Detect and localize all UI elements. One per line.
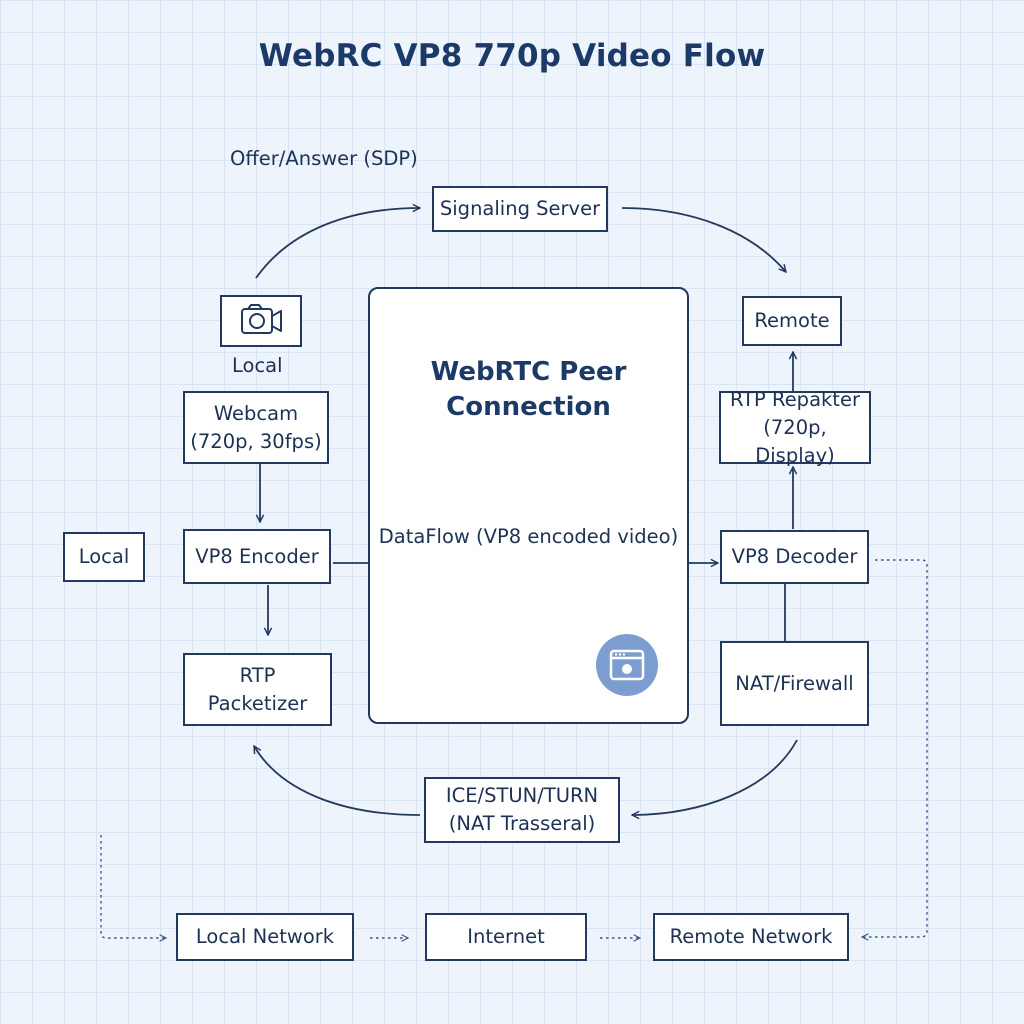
rtp-packetizer-box: RTP Packetizer xyxy=(183,653,332,726)
rtp-repakter-box: RTP Repakter (720p, Display) xyxy=(719,388,871,467)
ice-stun-turn-box: ICE/STUN/TURN (NAT Trasseral) xyxy=(424,777,620,843)
decoder-to-remote-network-dotted xyxy=(862,559,928,937)
ice-stun-turn-line2: (NAT Trasseral) xyxy=(448,812,596,835)
signaling-server-box: Signaling Server xyxy=(432,186,608,232)
nat-firewall-label: NAT/Firewall xyxy=(735,671,854,695)
rtp-packetizer-line1: RTP xyxy=(239,663,276,687)
local-network-label: Local Network xyxy=(195,925,335,948)
vp8-decoder-box: VP8 Decoder xyxy=(720,530,869,584)
camera-box xyxy=(220,295,302,347)
remote-network-label: Remote Network xyxy=(669,925,833,948)
browser-window-glyph xyxy=(609,649,645,681)
ice-arc-right xyxy=(632,739,798,815)
dataflow-label: DataFlow (VP8 encoded video) xyxy=(378,525,679,548)
local-side-box: Local xyxy=(63,532,145,582)
signaling-server-label: Signaling Server xyxy=(439,197,601,220)
vp8-encoder-label: VP8 Encoder xyxy=(195,544,319,568)
remote-label: Remote xyxy=(754,309,830,332)
remote-box: Remote xyxy=(742,296,842,346)
browser-window-icon xyxy=(596,634,658,696)
nat-firewall-box: NAT/Firewall xyxy=(720,641,869,726)
rtp-repakter-line1: RTP Repakter xyxy=(730,387,860,411)
diagram-title: WebRC VP8 770p Video Flow xyxy=(258,38,766,74)
video-camera-icon xyxy=(241,304,282,334)
ice-stun-turn-line1: ICE/STUN/TURN xyxy=(445,784,599,807)
signaling-arc-left xyxy=(255,208,420,279)
webcam-spec: (720p, 30fps) xyxy=(190,429,322,453)
vp8-encoder-box: VP8 Encoder xyxy=(183,529,331,584)
local-network-box: Local Network xyxy=(176,913,354,961)
peer-connection-title-line2: Connection xyxy=(446,392,611,422)
internet-label: Internet xyxy=(467,925,545,948)
webcam-label: Webcam xyxy=(213,401,299,425)
local-to-local-network-dotted xyxy=(100,835,166,938)
vp8-decoder-label: VP8 Decoder xyxy=(731,545,858,568)
remote-network-box: Remote Network xyxy=(653,913,849,961)
ice-arc-left xyxy=(254,746,421,816)
peer-connection-box: WebRTC Peer Connection DataFlow (VP8 enc… xyxy=(368,287,689,724)
local-camera-caption: Local xyxy=(232,354,283,377)
signaling-arc-right xyxy=(621,207,786,272)
peer-connection-title-line1: WebRTC Peer xyxy=(430,357,627,387)
local-side-label: Local xyxy=(78,545,130,568)
internet-box: Internet xyxy=(425,913,587,961)
signaling-caption: Offer/Answer (SDP) xyxy=(230,147,418,170)
webcam-box: Webcam (720p, 30fps) xyxy=(183,391,329,464)
peer-connection-title: WebRTC Peer Connection xyxy=(370,355,687,425)
rtp-packetizer-line2: Packetizer xyxy=(207,691,308,715)
rtp-repakter-line2: (720p, Display) xyxy=(755,415,835,467)
